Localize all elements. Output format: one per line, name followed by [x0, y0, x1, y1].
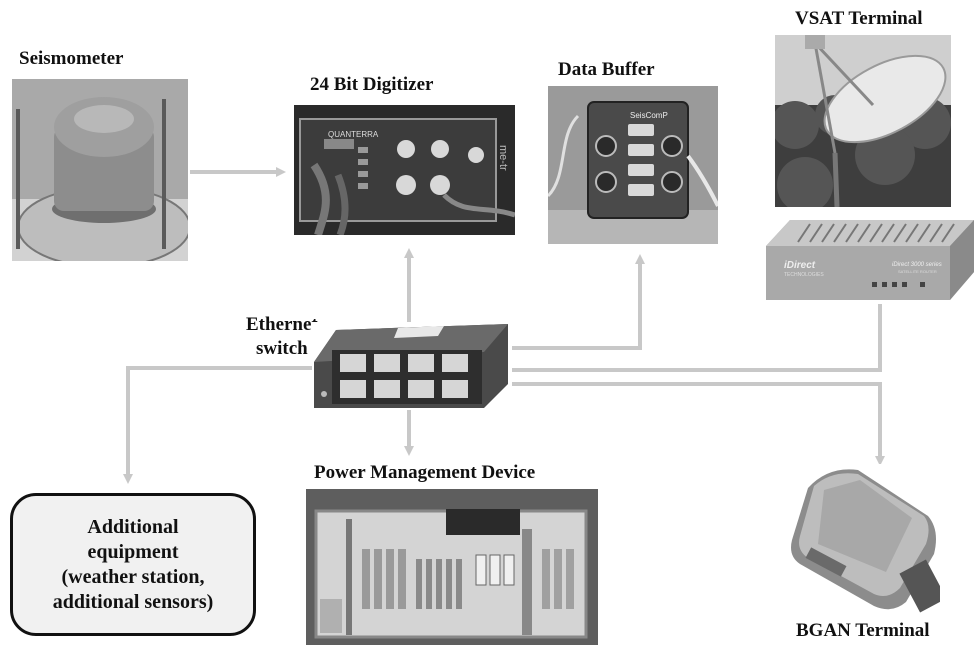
digitizer-label: 24 Bit Digitizer [310, 74, 434, 95]
ethernet-switch-label-line1: Ethernet [246, 314, 318, 335]
digitizer-photo: QUANTERRA me-tr [294, 105, 515, 235]
power-management-photo [306, 489, 598, 645]
data-buffer-photo: SeisComP [548, 86, 718, 244]
ethernet-switch-label-line2: switch [256, 338, 308, 359]
arrow-switch-additional [123, 366, 312, 484]
router-sub-text: TECHNOLOGIES [784, 272, 824, 278]
router-model-sub-text: SATELLITE ROUTER [898, 269, 937, 274]
power-management-label: Power Management Device [314, 462, 536, 483]
vsat-router-photo: iDirect TECHNOLOGIES iDirect 3000 series… [760, 212, 976, 304]
buffer-brand-text: SeisComP [630, 111, 668, 120]
digitizer-side-text: me-tr [497, 145, 509, 171]
vsat-label: VSAT Terminal [795, 8, 923, 29]
data-buffer-label: Data Buffer [558, 59, 655, 80]
arrow-switch-buffer [512, 254, 645, 350]
bgan-label: BGAN Terminal [796, 620, 930, 641]
seismometer-label: Seismometer [19, 48, 124, 69]
additional-line4: additional sensors) [52, 590, 214, 613]
arrow-switch-bgan [512, 382, 885, 466]
ethernet-switch-photo [312, 322, 512, 410]
digitizer-brand-text: QUANTERRA [328, 130, 379, 139]
bgan-terminal-photo [788, 464, 940, 614]
seismometer-photo [12, 79, 188, 261]
additional-line2: equipment [87, 540, 179, 563]
additional-line3: (weather station, [61, 565, 205, 588]
additional-line1: Additional [87, 515, 179, 538]
router-brand-text: iDirect [784, 260, 816, 271]
vsat-dish-photo [775, 35, 951, 207]
router-model-text: iDirect 3000 series [892, 262, 942, 268]
additional-equipment-box: Additional equipment (weather station, a… [10, 493, 256, 636]
arrow-switch-vsat [512, 274, 885, 372]
